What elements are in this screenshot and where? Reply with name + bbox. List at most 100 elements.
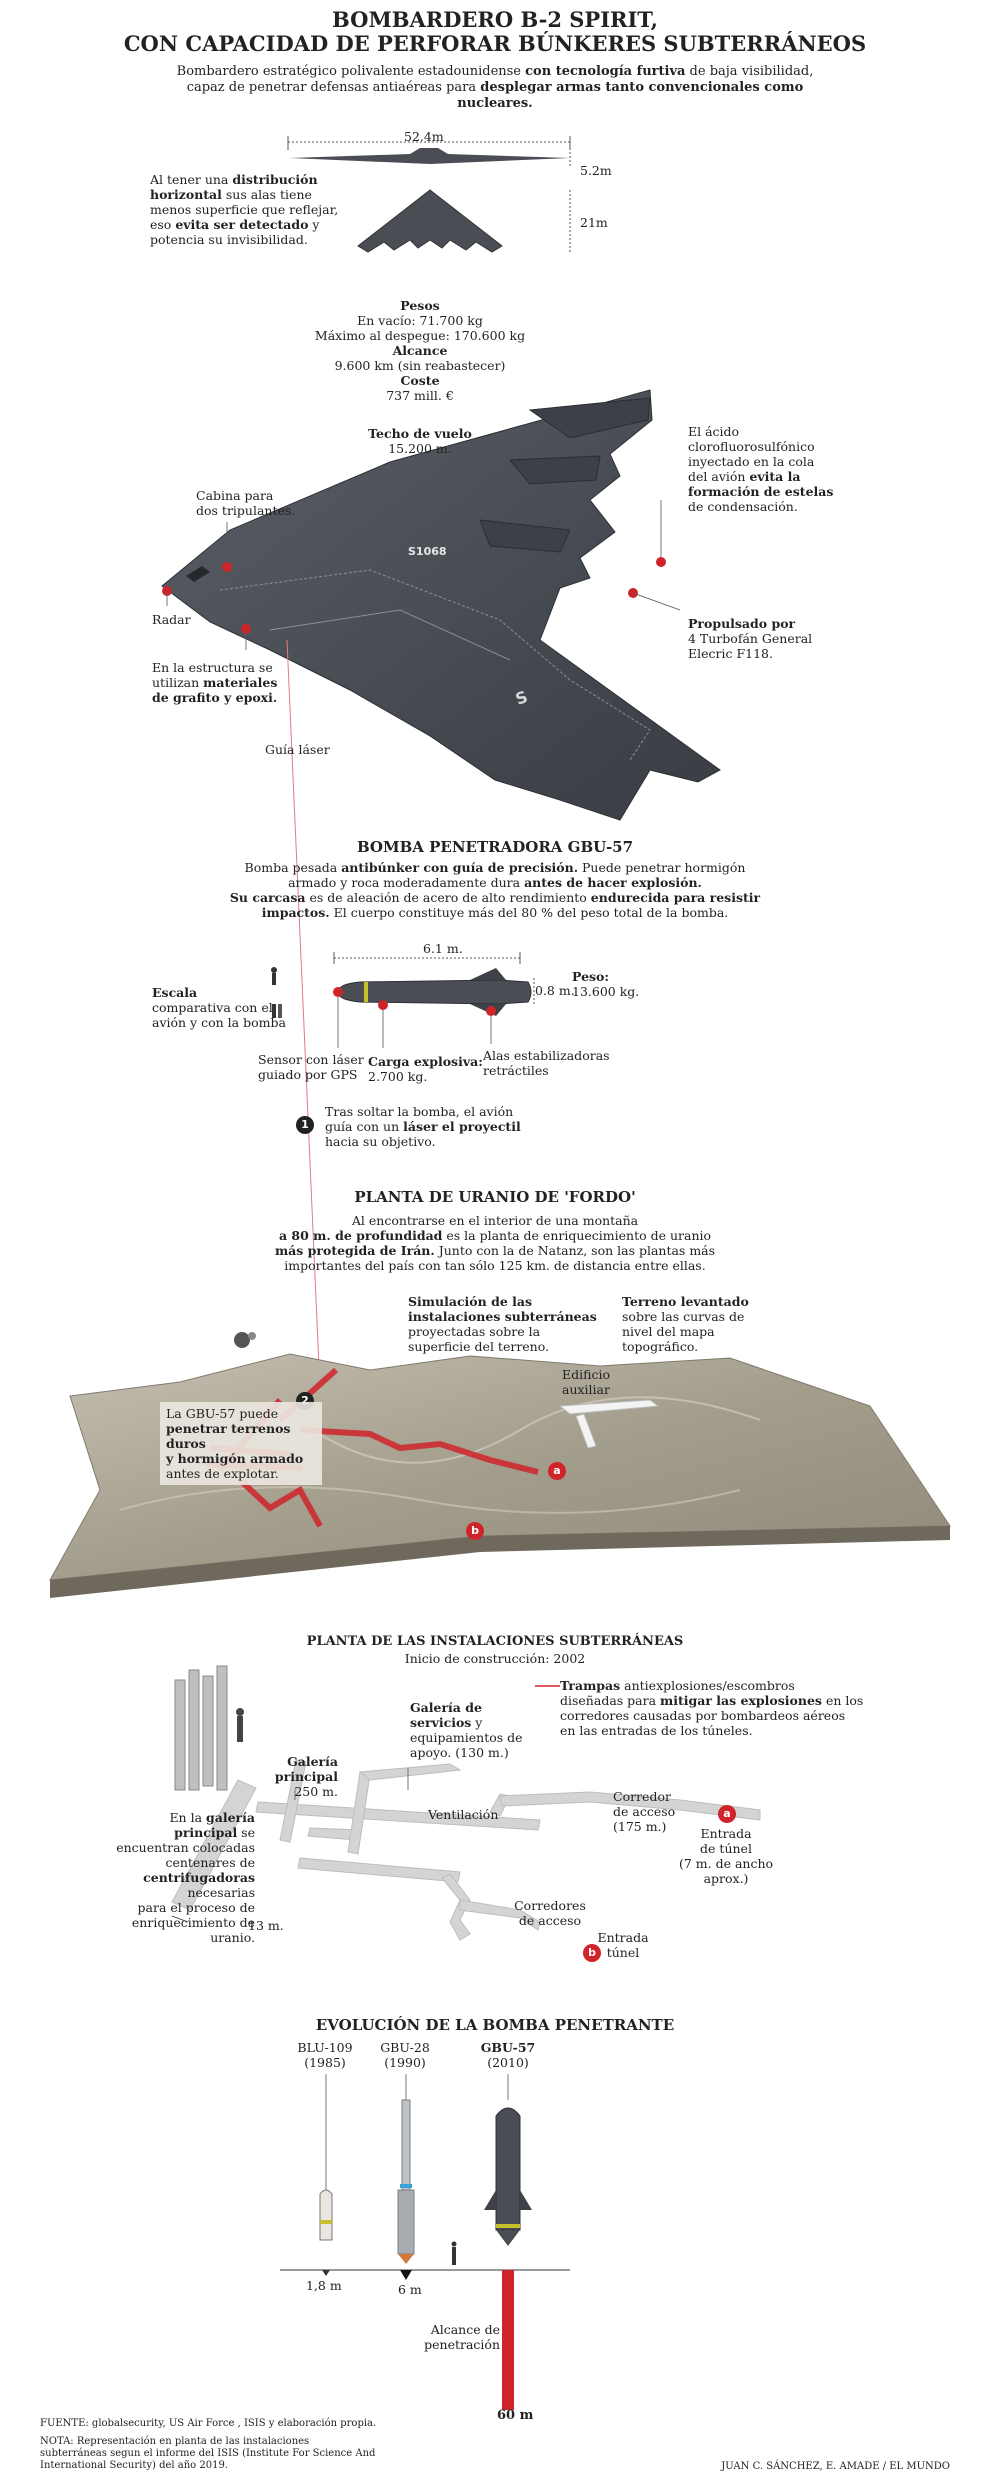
b2-tail-number: S1068 xyxy=(408,545,447,558)
text: La GBU-57 puede xyxy=(166,1406,279,1421)
wingspan-label: 52.4m xyxy=(404,129,444,144)
bomb-3-name: GBU-57 xyxy=(480,2040,536,2055)
text: (175 m.) xyxy=(613,1819,667,1834)
text: centrifugadoras xyxy=(143,1870,255,1885)
ventilation-label: Ventilación xyxy=(428,1807,499,1822)
b2-front-view xyxy=(290,148,570,164)
text: túnel xyxy=(606,1945,640,1960)
gbu57-title: BOMBA PENETRADORA GBU-57 xyxy=(356,838,634,856)
text: Al encontrarse en el interior de una mon… xyxy=(351,1213,639,1228)
text: endurecida para resistir xyxy=(590,890,761,905)
penetration-depth: 60 m xyxy=(497,2408,534,2423)
step-1-badge: 1 xyxy=(296,1116,314,1134)
text: Bomba pesada xyxy=(244,860,342,875)
text: Carga explosiva: xyxy=(368,1054,483,1069)
corridors-note: Corredores de acceso xyxy=(505,1898,595,1928)
text: 4 Turbofán General xyxy=(688,631,813,646)
bomb-2-name: GBU-28 xyxy=(380,2040,430,2055)
text: Junto con la de Natanz, son las plantas … xyxy=(434,1243,716,1258)
text: potencia su invisibilidad. xyxy=(150,232,308,247)
cabin-note: Cabina para dos tripulantes. xyxy=(196,488,295,518)
evolution-title: EVOLUCIÓN DE LA BOMBA PENETRANTE xyxy=(315,2016,675,2034)
text: horizontal xyxy=(150,187,222,202)
charge-note: Carga explosiva: 2.700 kg. xyxy=(368,1054,483,1084)
intro-part: con tecnología furtiva xyxy=(525,64,686,79)
text: antes de explotar. xyxy=(166,1466,279,1481)
sensor-note: Sensor con láser guiado por GPS xyxy=(258,1052,364,1082)
text: subterráneas segun el informe del ISIS (… xyxy=(40,2448,376,2459)
bomb-evolution-figure xyxy=(280,2074,570,2410)
scale-note: Escala comparativa con el avión y con la… xyxy=(152,985,286,1030)
fordo-title: PLANTA DE URANIO DE 'FORDO' xyxy=(354,1188,636,1206)
max-takeoff-weight: Máximo al despegue: 170.600 kg xyxy=(314,328,526,343)
text: Simulación de las xyxy=(408,1294,533,1309)
text: Edificio xyxy=(562,1367,610,1382)
entrance-b-note: Entrada túnel xyxy=(593,1930,653,1960)
centrifuge-note: En la galería principal se encuentran co… xyxy=(110,1810,255,1945)
text: menos superficie que reflejar, xyxy=(150,202,339,217)
text: Peso: xyxy=(572,969,610,984)
facility-plan xyxy=(171,1759,761,1941)
page-title: BOMBARDERO B-2 SPIRIT, CON CAPACIDAD DE … xyxy=(0,8,990,56)
text: importantes del país con tan sólo 125 km… xyxy=(284,1258,706,1273)
title-line-1: BOMBARDERO B-2 SPIRIT, xyxy=(332,7,658,32)
b2-top-view xyxy=(357,189,503,253)
bomb-2-length: 6 m xyxy=(398,2282,422,2297)
bomb-1-name: BLU-109 xyxy=(297,2040,353,2055)
bomb-1-shape xyxy=(319,2189,333,2241)
source-note: FUENTE: globalsecurity, US Air Force , I… xyxy=(40,2418,377,2429)
text: Corredores xyxy=(514,1898,586,1913)
text: Cabina para xyxy=(196,488,274,503)
facility-title: PLANTA DE LAS INSTALACIONES SUBTERRÁNEAS xyxy=(306,1634,684,1649)
text: corredores causadas por bombardeos aéreo… xyxy=(560,1708,846,1723)
radar-label: Radar xyxy=(152,612,191,627)
text: materiales xyxy=(203,675,278,690)
stealth-note: Al tener una distribución horizontal sus… xyxy=(150,172,350,247)
text: avión y con la bomba xyxy=(152,1015,286,1030)
text: Propulsado por xyxy=(688,616,796,631)
text: En la estructura se xyxy=(152,660,273,675)
b2-specs: Pesos En vacío: 71.700 kg Máximo al desp… xyxy=(300,298,540,403)
bomb-2-shape xyxy=(397,2189,415,2255)
intro-part: de baja visibilidad, xyxy=(685,64,814,79)
text: Tras soltar la bomba, el avión xyxy=(325,1104,514,1119)
text: guía con un xyxy=(325,1119,404,1134)
text: distribución xyxy=(232,172,318,187)
text: Puede penetrar hormigón xyxy=(578,860,746,875)
gallery-width: 13 m. xyxy=(248,1918,284,1933)
main-gallery-note: Galería principal 250 m. xyxy=(270,1754,338,1799)
text: International Security) del año 2019. xyxy=(40,2460,228,2471)
bomb-2-year: (1990) xyxy=(384,2055,426,2070)
text: Alcance de xyxy=(430,2322,500,2337)
engine-note: Propulsado por 4 Turbofán General Elecri… xyxy=(688,616,812,661)
text: formación de estelas xyxy=(688,484,834,499)
text: Sensor con láser xyxy=(258,1052,364,1067)
text: principal xyxy=(274,1769,338,1784)
text: proyectadas sobre la xyxy=(408,1324,541,1339)
text: inyectado en la cola xyxy=(688,454,815,469)
text: instalaciones subterráneas xyxy=(408,1309,597,1324)
text: de túnel xyxy=(700,1841,752,1856)
ceiling-title: Techo de vuelo xyxy=(368,426,472,441)
text: utilizan xyxy=(152,675,204,690)
ceiling-value: 15.200 m. xyxy=(388,441,452,456)
text: galería principal xyxy=(174,1810,255,1840)
bomb-1-header: BLU-109 (1985) xyxy=(290,2040,360,2070)
text: comparativa con el xyxy=(152,1000,273,1015)
facility-subtitle: Inicio de construcción: 2002 xyxy=(404,1651,586,1666)
weights-title: Pesos xyxy=(400,298,440,313)
text: Al tener una xyxy=(150,172,233,187)
sensor-marker xyxy=(333,987,343,997)
title-line-2: CON CAPACIDAD DE PERFORAR BÚNKERES SUBTE… xyxy=(123,31,867,56)
text: Entrada xyxy=(700,1826,752,1841)
services-note: Galería de servicios y equipamientos de … xyxy=(410,1700,523,1760)
fordo-marker-b: b xyxy=(466,1522,484,1540)
text: En la xyxy=(169,1810,207,1825)
text: es de aleación de acero de alto rendimie… xyxy=(305,890,591,905)
text: es la planta de enriquecimiento de urani… xyxy=(442,1228,712,1243)
terrain-note: Terreno levantado sobre las curvas de ni… xyxy=(622,1294,749,1354)
text: El cuerpo constituye más del 80 % del pe… xyxy=(329,905,729,920)
text: necesarias xyxy=(187,1885,255,1900)
